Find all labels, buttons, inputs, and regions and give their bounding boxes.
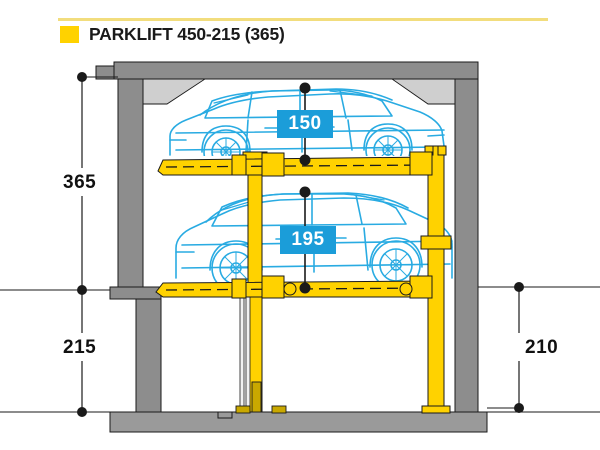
upper-car [169, 88, 445, 156]
right-mast-head-lug-2 [437, 145, 447, 156]
concrete-pit-floor [109, 411, 488, 433]
upper-carriage-left [231, 154, 247, 176]
cylinder-base [235, 405, 251, 414]
page-title: PARKLIFT 450-215 (365) [60, 24, 285, 45]
upper-carriage-right [409, 151, 433, 176]
right-mast-base [421, 405, 451, 414]
header-rule [58, 18, 548, 21]
hydraulic-cylinder-b [245, 295, 251, 413]
cylinder-base-2 [271, 405, 287, 414]
badge-lower-vehicle-height: 195 [280, 226, 336, 254]
lower-platform-centerline [165, 287, 429, 291]
dimension-label-total-height: 365 [63, 172, 97, 193]
dimension-label-drive-height: 210 [525, 337, 559, 358]
right-mast-collar [420, 235, 452, 250]
page-title-text: PARKLIFT 450-215 (365) [89, 24, 285, 44]
concrete-structure [0, 61, 600, 433]
concrete-ceiling [113, 61, 479, 80]
hydraulic-cylinder-a [239, 295, 245, 413]
yellow-lower-platform [155, 275, 433, 299]
center-mast-foot [251, 381, 262, 413]
concrete-ceiling-nib [95, 65, 115, 80]
lower-roller-right [399, 282, 413, 296]
yellow-upper-platform [157, 151, 433, 177]
lower-carriage [261, 275, 285, 299]
concrete-left-wall-pit [135, 286, 162, 413]
concrete-left-ledge [109, 286, 162, 300]
lower-roller-left [283, 282, 297, 296]
lower-carriage-left [231, 278, 247, 299]
concrete-haunch-right [390, 78, 456, 105]
lower-carriage-right [409, 275, 433, 299]
upper-carriage [261, 152, 285, 177]
dimension-label-pit-depth: 215 [63, 337, 97, 358]
concrete-left-wall-upper [117, 78, 144, 288]
lift-structure [155, 145, 452, 414]
floor-notch [217, 412, 233, 419]
concrete-haunch-left [142, 78, 207, 105]
badge-upper-vehicle-height: 150 [277, 110, 333, 138]
upper-platform-centerline [165, 164, 429, 168]
dimension-lines [77, 72, 524, 417]
yellow-square-icon [60, 26, 79, 43]
concrete-right-wall [454, 78, 479, 413]
